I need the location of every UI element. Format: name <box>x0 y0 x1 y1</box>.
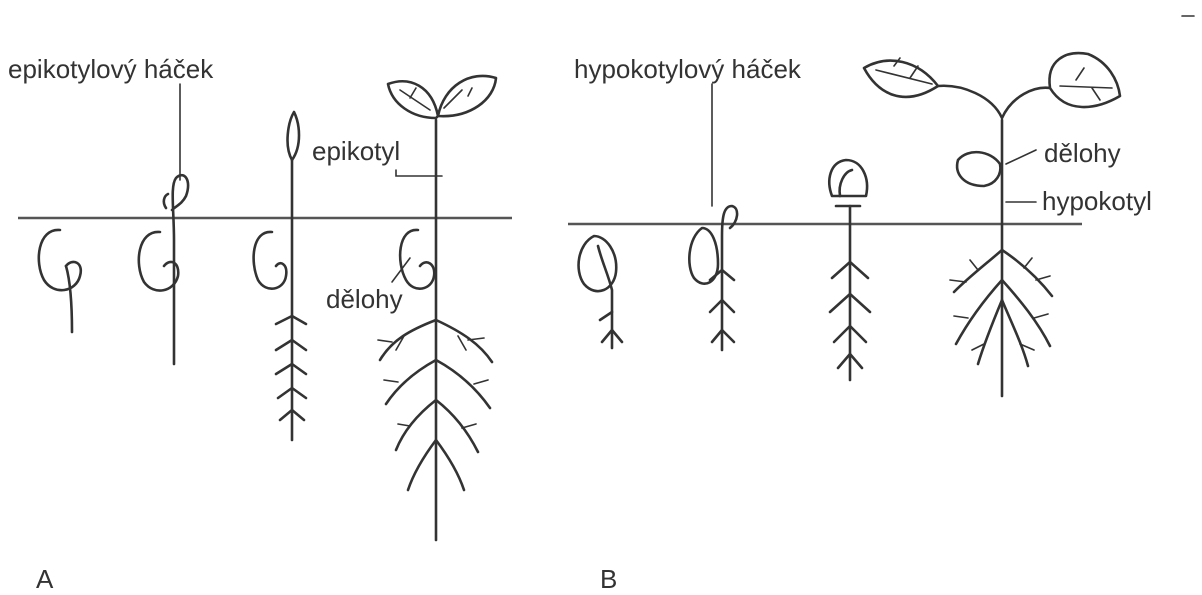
seedling-a1 <box>39 230 81 332</box>
petioles-b4 <box>938 86 1050 118</box>
seed-a2 <box>139 232 178 291</box>
seedling-b1 <box>579 236 622 348</box>
seedling-b3 <box>829 160 870 380</box>
panel-letter-b: B <box>600 564 617 594</box>
seed-a3 <box>254 232 287 289</box>
panel-a: epikotylový háček epikotyl dělohy A <box>8 54 512 594</box>
seedling-b2 <box>689 206 737 350</box>
seedling-a2 <box>139 175 188 364</box>
epicotyl-hook-a2 <box>172 175 188 364</box>
panel-letter-a: A <box>36 564 54 594</box>
shoot-bud-a3 <box>288 112 299 160</box>
label-hypocotyl-hook: hypokotylový háček <box>574 54 802 84</box>
panel-b: hypokotylový háček dělohy hypokotyl B <box>568 16 1194 594</box>
leaf-left-a4 <box>388 81 438 118</box>
leader-cotyledons-b <box>1006 150 1036 164</box>
label-cotyledons-b: dělohy <box>1044 138 1121 168</box>
hypocotyl-hook-b2 <box>722 206 737 350</box>
label-hypocotyl: hypokotyl <box>1042 186 1152 216</box>
root-hairs-a4 <box>378 336 488 428</box>
hook-tip-a2 <box>164 194 168 208</box>
seedling-a3 <box>254 112 306 440</box>
radicle-a1 <box>66 266 72 332</box>
leaf-right-a4 <box>438 76 496 116</box>
seed-a1 <box>39 230 81 290</box>
seed-a4 <box>400 230 434 289</box>
leaf-left-b4 <box>864 61 938 97</box>
label-cotyledons-a: dělohy <box>326 284 403 314</box>
leaf-right-b4 <box>1049 53 1120 107</box>
cotyledons-b3 <box>829 160 867 196</box>
label-epicotyl-hook: epikotylový háček <box>8 54 214 84</box>
cotyledon-detail-b3 <box>836 170 860 206</box>
label-epicotyl: epikotyl <box>312 136 400 166</box>
cotyledon-b4 <box>957 152 1000 186</box>
